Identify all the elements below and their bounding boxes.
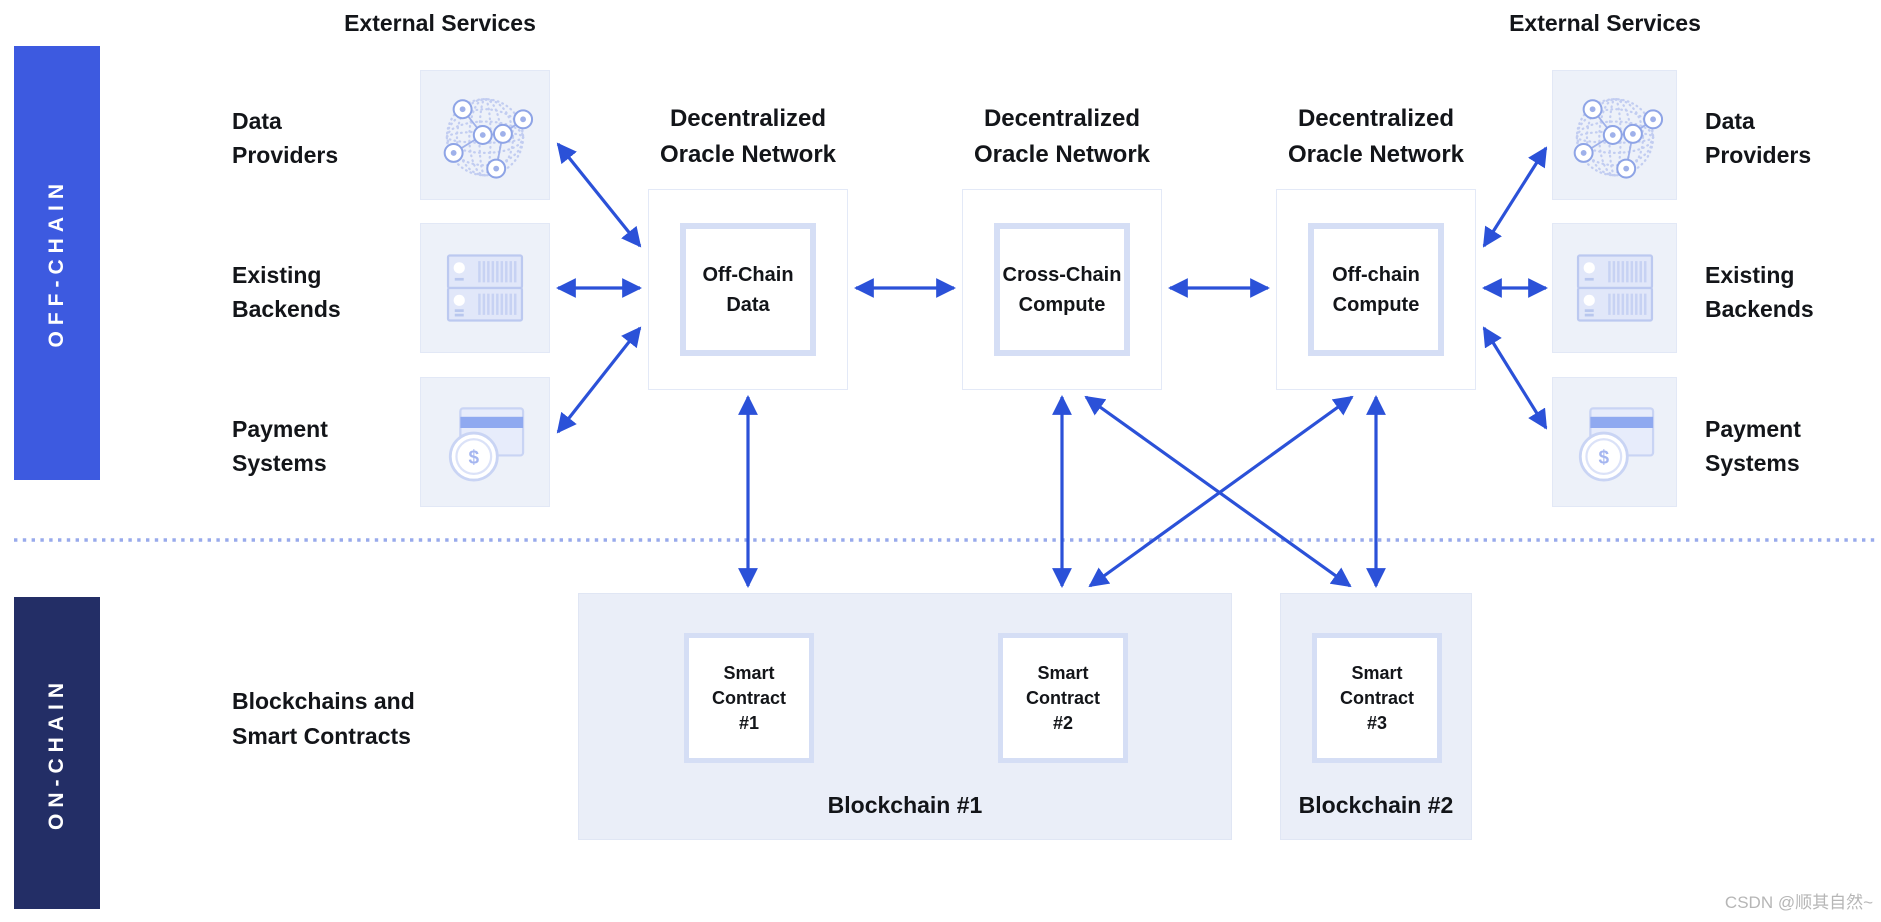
off-chain-data-node: Off-Chain Data [680,223,816,356]
blockchain-1-name: Blockchain #1 [827,792,983,818]
external-services-heading-left: External Services [344,10,536,36]
don-title-1: Decentralized Oracle Network [659,105,837,168]
blockchains-section-label: Blockchains and Smart Contracts [232,688,415,749]
label-payment-systems-right: Payment Systems [1705,416,1801,476]
payment-card-icon: $ [448,407,525,482]
off-chain-label: OFF-CHAIN [45,178,68,348]
off-chain-band: OFF-CHAIN [14,46,100,480]
payment-card-icon: $ [1578,407,1654,482]
arrow-don3-blockchain-1 [1088,395,1354,588]
smart-contract-1: Smart Contract #1 [684,633,814,763]
server-stack-icon [446,254,524,322]
svg-text:$: $ [1598,447,1609,468]
watermark: CSDN @顺其自然~ [1724,893,1873,912]
data-providers-box-right [1552,70,1677,200]
don-box-2: Cross-Chain Compute [962,189,1162,390]
don-box-1: Off-Chain Data [648,189,848,390]
globe-network-icon [1573,98,1663,179]
arrow-don3-payment-systems-right [1482,326,1548,430]
label-data-providers-right: Data Providers [1705,108,1812,168]
on-chain-band: ON-CHAIN [14,597,100,909]
data-providers-box-left [420,70,550,200]
smart-contract-2: Smart Contract #2 [998,633,1128,763]
don-title-3: Decentralized Oracle Network [1287,105,1465,168]
label-payment-systems-left: Payment Systems [232,416,328,476]
server-stack-icon [1576,254,1653,322]
payment-systems-box-right: $ [1552,377,1677,507]
external-services-heading-right: External Services [1509,10,1701,36]
globe-network-icon [443,98,534,179]
don-title-2: Decentralized Oracle Network [973,105,1151,168]
existing-backends-box-left [420,223,550,353]
existing-backends-box-right [1552,223,1677,353]
label-existing-backends-left: Existing Backends [232,262,341,322]
label-data-providers-left: Data Providers [232,108,339,168]
on-chain-label: ON-CHAIN [45,676,68,830]
label-existing-backends-right: Existing Backends [1705,262,1814,322]
cross-chain-compute-node: Cross-Chain Compute [994,223,1130,356]
blockchain-2-name: Blockchain #2 [1298,792,1454,818]
arrow-don2-blockchain-2 [1084,395,1352,588]
arrow-payment-systems-left-don1 [556,326,642,434]
smart-contract-3: Smart Contract #3 [1312,633,1442,763]
off-chain-compute-node: Off-chain Compute [1308,223,1444,356]
svg-text:$: $ [469,447,480,468]
don-box-3: Off-chain Compute [1276,189,1476,390]
payment-systems-box-left: $ [420,377,550,507]
blockchain-2-box: Smart Contract #3 Blockchain #2 [1280,593,1472,840]
blockchain-1-box: Smart Contract #1 Smart Contract #2 Bloc… [578,593,1232,840]
